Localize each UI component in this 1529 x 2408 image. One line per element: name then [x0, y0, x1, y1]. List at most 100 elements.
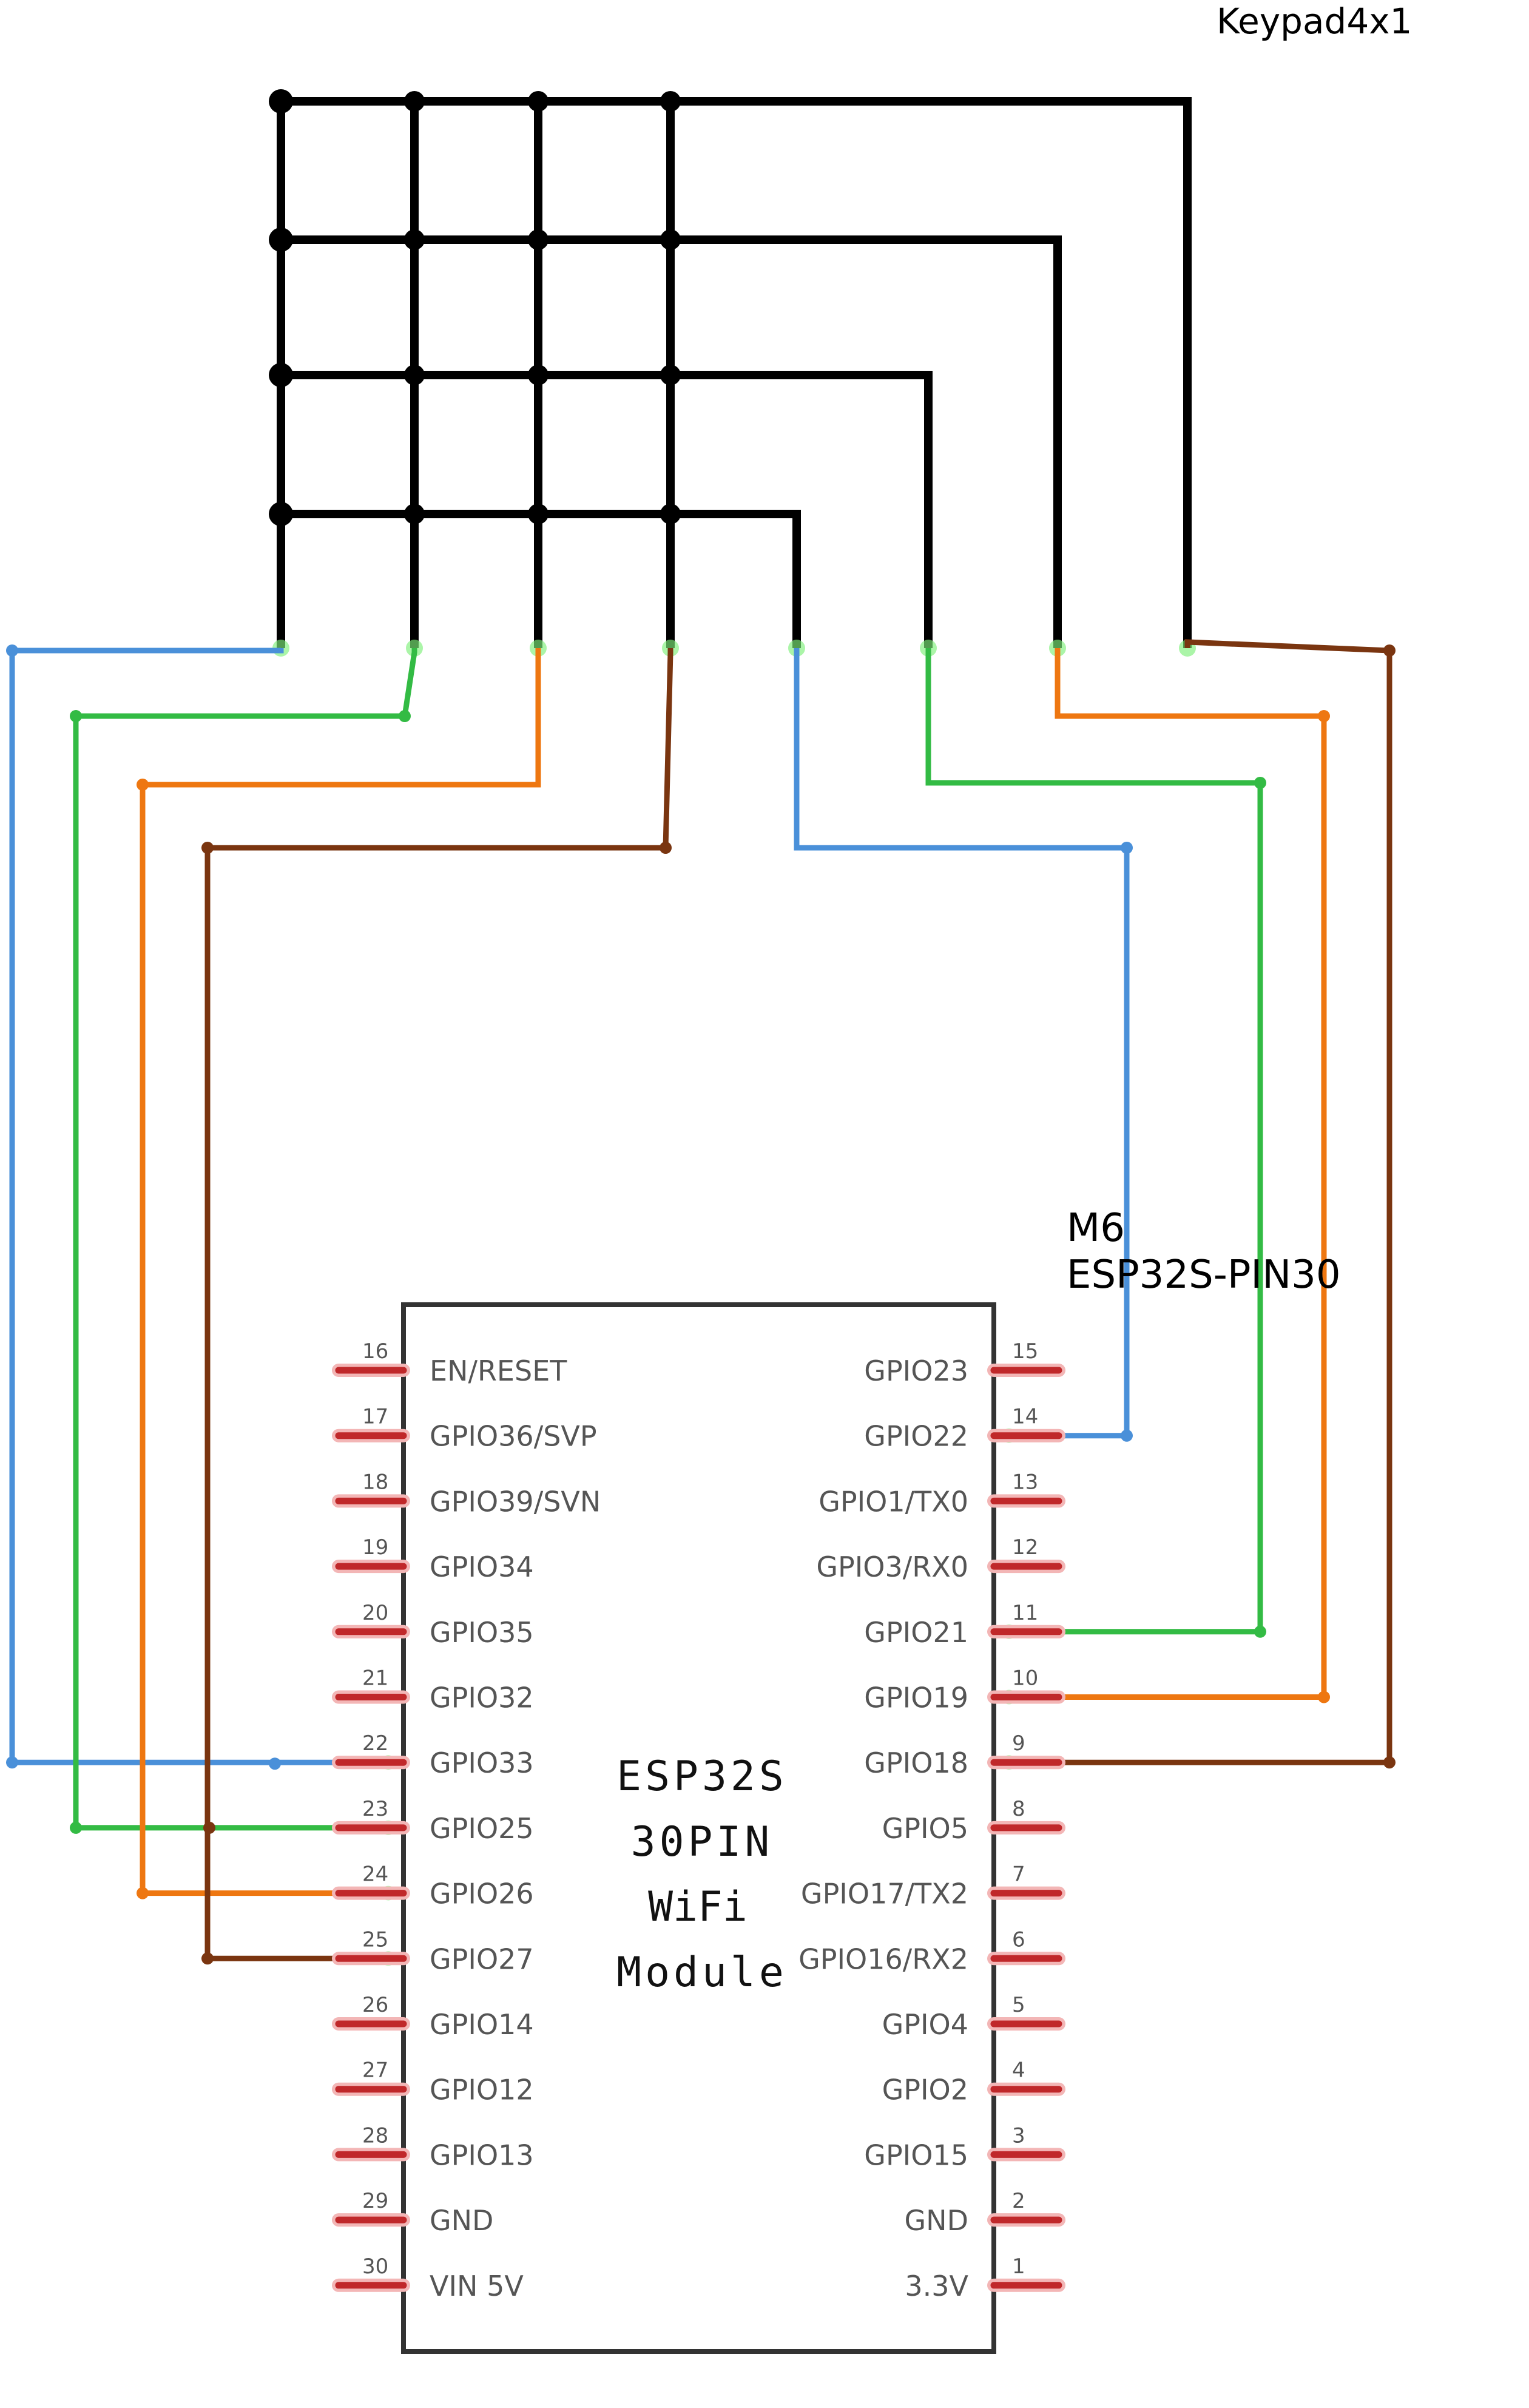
keypad-row-line-3 [281, 371, 933, 648]
wire-junction-dot [269, 1757, 281, 1770]
pin-label-2: GND [905, 2204, 968, 2237]
chip-line-2: 30PIN [631, 1818, 774, 1866]
pin-label-17: GPIO36/SVP [430, 1420, 597, 1453]
pin-number-11: 11 [1012, 1601, 1038, 1625]
keypad-junction [528, 229, 548, 250]
wire-bend-dot [1383, 1756, 1396, 1769]
keypad-junction [660, 365, 681, 385]
pin-label-5: GPIO4 [882, 2008, 968, 2041]
pin-label-1: 3.3V [905, 2270, 968, 2302]
keypad-junction [528, 365, 548, 385]
pin-label-28: GPIO13 [430, 2139, 534, 2171]
wire-bend-dot [1383, 644, 1396, 657]
pin-label-22: GPIO33 [430, 1747, 534, 1779]
pin-label-11: GPIO21 [864, 1616, 968, 1649]
chip-line-3: WiFi [648, 1883, 748, 1931]
pin-number-26: 26 [362, 1993, 388, 2017]
pin-number-17: 17 [362, 1405, 388, 1429]
wire-bend-dot [1254, 1625, 1266, 1638]
pin-number-9: 9 [1012, 1731, 1025, 1756]
keypad-junction [528, 504, 548, 524]
chip-line-1: ESP32S [616, 1753, 788, 1801]
pin-number-2: 2 [1012, 2189, 1025, 2213]
wire-bend-dot [6, 1756, 18, 1769]
pin-number-18: 18 [362, 1470, 388, 1494]
wire-bend-dot [201, 1952, 214, 1965]
pin-number-28: 28 [362, 2123, 388, 2148]
pin-number-23: 23 [362, 1797, 388, 1821]
keypad-junction [269, 363, 293, 387]
pin-label-16: EN/RESET [430, 1354, 567, 1387]
wire-col-4-to-pin-25 [204, 648, 673, 1961]
wires [6, 639, 1396, 1966]
pin-label-12: GPIO3/RX0 [816, 1551, 968, 1583]
pin-number-12: 12 [1012, 1535, 1038, 1560]
wire-bend-dot [1254, 777, 1266, 789]
keypad-junction [404, 504, 425, 524]
keypad-junction [404, 91, 425, 112]
keypad: Keypad4x1 [269, 1, 1412, 657]
pin-label-24: GPIO26 [430, 1878, 534, 1910]
pin-number-14: 14 [1012, 1405, 1038, 1429]
keypad-title: Keypad4x1 [1217, 1, 1412, 42]
pin-number-29: 29 [362, 2189, 388, 2213]
pin-label-14: GPIO22 [864, 1420, 968, 1453]
pin-number-30: 30 [362, 2254, 388, 2279]
pin-label-10: GPIO19 [864, 1682, 968, 1714]
pin-number-22: 22 [362, 1731, 388, 1756]
pin-number-25: 25 [362, 1927, 388, 1952]
pin-number-3: 3 [1012, 2123, 1025, 2148]
pin-label-6: GPIO16/RX2 [798, 1943, 968, 1975]
pin-label-20: GPIO35 [430, 1616, 534, 1649]
pin-number-4: 4 [1012, 2058, 1025, 2083]
pin-number-15: 15 [1012, 1339, 1038, 1364]
keypad-junction [404, 229, 425, 250]
wire-bend-dot [137, 779, 149, 791]
pin-number-24: 24 [362, 1862, 388, 1887]
pin-label-18: GPIO39/SVN [430, 1485, 601, 1518]
module-part: ESP32S-PIN30 [1067, 1253, 1341, 1297]
module-chip-text: ESP32S 30PIN WiFi Module [616, 1753, 788, 1997]
pin-number-19: 19 [362, 1535, 388, 1560]
keypad-junction [660, 91, 681, 112]
wire-bend-dot [399, 710, 411, 722]
wire-bend-dot [201, 842, 214, 854]
pin-label-21: GPIO32 [430, 1682, 534, 1714]
keypad-junction [404, 365, 425, 385]
keypad-grid [269, 89, 1196, 657]
wire-bend-dot [1121, 842, 1133, 854]
keypad-junction [660, 229, 681, 250]
wire-bend-dot [70, 710, 82, 722]
pin-number-1: 1 [1012, 2254, 1025, 2279]
wire-bend-dot [137, 1887, 149, 1899]
module-ref: M6 [1067, 1206, 1125, 1251]
pin-number-20: 20 [362, 1601, 388, 1625]
pin-label-23: GPIO25 [430, 1812, 534, 1845]
pin-label-29: GND [430, 2204, 493, 2237]
pin-label-4: GPIO2 [882, 2074, 968, 2106]
pin-label-7: GPIO17/TX2 [801, 1878, 968, 1910]
keypad-row-line-1 [281, 97, 1192, 648]
wire-bend-dot [1318, 710, 1330, 722]
module-pins: 16EN/RESET17GPIO36/SVP18GPIO39/SVN19GPIO… [332, 1339, 1065, 2302]
pin-label-26: GPIO14 [430, 2008, 534, 2041]
pin-number-10: 10 [1012, 1666, 1038, 1691]
chip-line-4: Module [616, 1949, 788, 1997]
pin-label-13: GPIO1/TX0 [819, 1485, 968, 1518]
wire-junction-dot [203, 1821, 215, 1834]
wire-bend-dot [1318, 1691, 1330, 1703]
pin-number-16: 16 [362, 1339, 388, 1364]
pin-label-30: VIN 5V [430, 2270, 524, 2302]
wire-bend-dot [660, 842, 672, 854]
wire-bend-dot [6, 644, 18, 657]
pin-label-27: GPIO12 [430, 2074, 534, 2106]
pin-label-25: GPIO27 [430, 1943, 534, 1975]
keypad-junction [269, 228, 293, 252]
pin-label-19: GPIO34 [430, 1551, 534, 1583]
keypad-row-line-4 [281, 510, 801, 648]
pin-number-8: 8 [1012, 1797, 1025, 1821]
keypad-junction [269, 89, 293, 113]
keypad-junction [269, 502, 293, 526]
pin-label-15: GPIO23 [864, 1354, 968, 1387]
